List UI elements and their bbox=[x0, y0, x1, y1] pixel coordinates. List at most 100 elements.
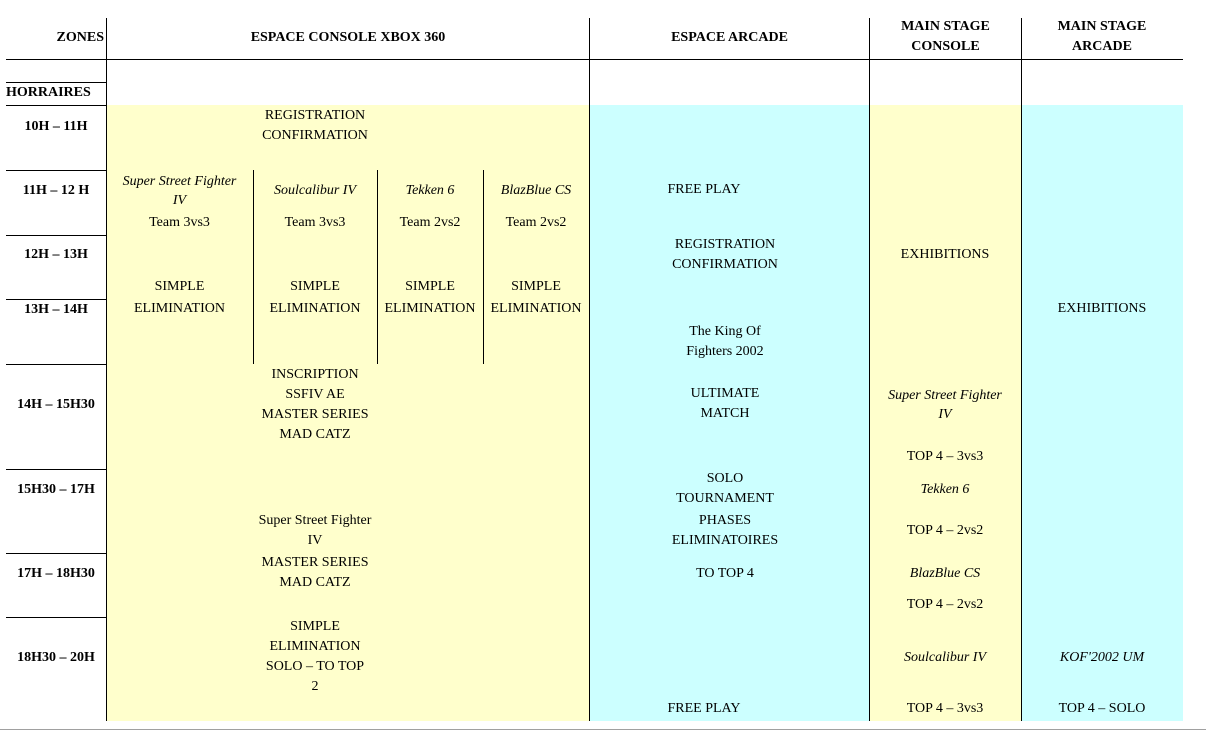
bracket-format: ELIMINATION bbox=[134, 301, 225, 316]
time-cell bbox=[6, 170, 107, 236]
bracket-format: SIMPLE bbox=[290, 279, 340, 294]
cell-text: 2 bbox=[311, 679, 319, 694]
cell-text: TO TOP 4 bbox=[696, 566, 754, 581]
time-cell bbox=[6, 553, 107, 618]
msc-blazblue-cell bbox=[869, 553, 1022, 618]
team-format: Team 3vs3 bbox=[284, 215, 346, 230]
header-xbox-cell bbox=[106, 18, 590, 60]
cell-text: ELIMINATION bbox=[269, 639, 361, 654]
arcade-freeplay-cell-2 bbox=[589, 617, 870, 721]
horaires-label: HORRAIRES bbox=[6, 85, 91, 100]
time-cell bbox=[6, 299, 107, 365]
cell-text: MASTER SERIES bbox=[261, 407, 369, 422]
header-zones-cell bbox=[6, 18, 107, 60]
xbox-game-cell bbox=[377, 170, 484, 365]
cell-text: TOP 4 – 3vs3 bbox=[906, 449, 984, 464]
bracket-format: ELIMINATION bbox=[384, 301, 476, 316]
team-format: Team 3vs3 bbox=[149, 215, 210, 230]
team-format: Team 2vs2 bbox=[505, 215, 567, 230]
time-cell bbox=[6, 105, 107, 171]
cell-text: TOP 4 – 3vs3 bbox=[906, 701, 984, 716]
game-title: BlazBlue CS bbox=[500, 183, 572, 198]
cell-text: TOP 4 – 2vs2 bbox=[906, 597, 984, 612]
time-cell bbox=[6, 364, 107, 470]
cell-text: REGISTRATION bbox=[674, 237, 776, 252]
cell-text: SOLO bbox=[706, 471, 744, 486]
game-title: IV bbox=[172, 193, 187, 208]
cell-text: REGISTRATION bbox=[264, 108, 366, 123]
cell-text: SSFIV AE bbox=[285, 387, 345, 402]
msa-header: MAIN STAGE bbox=[1057, 19, 1147, 34]
game-title: Tekken 6 bbox=[920, 482, 970, 497]
cell-text: INSCRIPTION bbox=[271, 367, 359, 382]
game-title: Tekken 6 bbox=[405, 183, 455, 198]
blank-cell bbox=[6, 59, 107, 83]
time-label: 13H – 14H bbox=[24, 302, 88, 317]
cell-text: The King Of bbox=[689, 324, 761, 339]
cell-text: IV bbox=[307, 533, 323, 548]
arcade-kof-cell bbox=[589, 299, 870, 618]
game-title: Soulcalibur IV bbox=[903, 650, 987, 665]
cell-text: MAD CATZ bbox=[279, 427, 351, 442]
msc-exhibitions-cell bbox=[869, 105, 1022, 365]
time-cell bbox=[6, 469, 107, 554]
xbox-header: ESPACE CONSOLE XBOX 360 bbox=[250, 30, 446, 45]
cell-text: FREE PLAY bbox=[667, 701, 741, 716]
msc-header: CONSOLE bbox=[911, 39, 980, 54]
time-label: 18H30 – 20H bbox=[17, 650, 95, 665]
xbox-inscription-cell bbox=[106, 364, 590, 470]
msa-header: ARCADE bbox=[1072, 39, 1132, 54]
xbox-game-cell bbox=[253, 170, 378, 365]
header-msa-cell bbox=[1021, 18, 1183, 60]
blank-cell bbox=[869, 59, 1022, 106]
xbox-game-cell bbox=[483, 170, 590, 365]
arcade-header: ESPACE ARCADE bbox=[671, 30, 788, 45]
msa-exhibitions-cell bbox=[1021, 105, 1183, 618]
xbox-registration-cell bbox=[106, 105, 590, 171]
xbox-master-series-cell bbox=[106, 469, 590, 721]
cell-text: Super Street Fighter bbox=[258, 513, 372, 528]
bracket-format: ELIMINATION bbox=[490, 301, 582, 316]
time-cell bbox=[6, 235, 107, 300]
game-title: KOF'2002 UM bbox=[1059, 650, 1145, 665]
cell-text: ELIMINATOIRES bbox=[671, 533, 779, 548]
cell-text: EXHIBITIONS bbox=[900, 247, 990, 262]
team-format: Team 2vs2 bbox=[399, 215, 461, 230]
cell-text: Fighters 2002 bbox=[686, 344, 764, 359]
cell-text: ULTIMATE bbox=[690, 386, 760, 401]
bracket-format: SIMPLE bbox=[405, 279, 455, 294]
blank-cell bbox=[589, 59, 870, 106]
msa-kof-cell bbox=[1021, 617, 1183, 721]
horaires-cell bbox=[6, 82, 107, 106]
blank-cell bbox=[106, 59, 590, 106]
bracket-format: ELIMINATION bbox=[269, 301, 361, 316]
divider bbox=[0, 729, 1206, 730]
cell-text: FREE PLAY bbox=[667, 182, 741, 197]
arcade-freeplay-cell bbox=[589, 105, 870, 300]
cell-text: TOURNAMENT bbox=[676, 491, 774, 506]
cell-text: MAD CATZ bbox=[279, 575, 351, 590]
game-title: BlazBlue CS bbox=[909, 566, 981, 581]
time-cell bbox=[6, 617, 107, 721]
time-label: 17H – 18H30 bbox=[17, 566, 95, 581]
time-label: 15H30 – 17H bbox=[17, 482, 95, 497]
cell-text: MASTER SERIES bbox=[261, 555, 369, 570]
cell-text: MATCH bbox=[700, 406, 750, 421]
cell-text: CONFIRMATION bbox=[262, 128, 368, 143]
bracket-format: SIMPLE bbox=[511, 279, 561, 294]
time-label: 10H – 11H bbox=[24, 119, 88, 134]
header-msc-cell bbox=[869, 18, 1022, 60]
msc-soulcalibur-cell bbox=[869, 617, 1022, 721]
game-title: Super Street Fighter bbox=[122, 174, 237, 189]
cell-text: TOP 4 – 2vs2 bbox=[906, 523, 984, 538]
bracket-format: SIMPLE bbox=[154, 279, 205, 294]
game-title: Soulcalibur IV bbox=[273, 183, 357, 198]
time-label: 11H – 12 H bbox=[22, 183, 90, 198]
time-label: 14H – 15H30 bbox=[17, 397, 95, 412]
cell-text: TOP 4 – SOLO bbox=[1058, 701, 1146, 716]
blank-cell bbox=[1021, 59, 1183, 106]
cell-text: SOLO – TO TOP bbox=[265, 659, 365, 674]
zones-label: ZONES bbox=[56, 30, 104, 45]
msc-header: MAIN STAGE bbox=[901, 19, 990, 34]
